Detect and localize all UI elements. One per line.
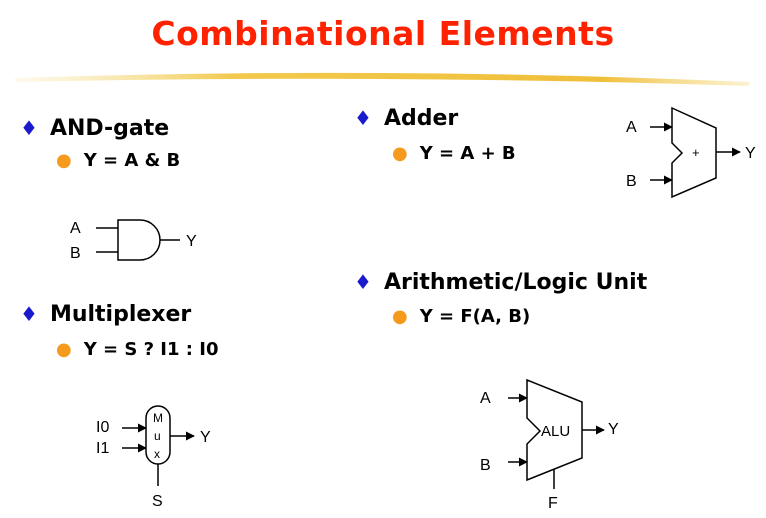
- mux-label-u: u: [154, 429, 161, 443]
- and-gate-heading-text: AND-gate: [49, 116, 170, 141]
- and-gate-symbol: [96, 219, 180, 261]
- alu-body-label: ALU: [541, 423, 570, 440]
- mux-input-i1: I1: [96, 440, 109, 457]
- diamond-bullet-icon: ♦: [20, 302, 38, 326]
- alu-symbol: [508, 378, 605, 489]
- circle-bullet-icon: ●: [392, 143, 408, 164]
- and-gate-output: Y: [186, 233, 197, 250]
- multiplexer-heading-text: Multiplexer: [49, 302, 192, 327]
- multiplexer-symbol: [122, 405, 195, 486]
- multiplexer-equation-text: Y = S ? I1 : I0: [83, 339, 219, 360]
- and-gate-input-a: A: [70, 220, 81, 237]
- alu-heading: ♦ Arithmetic/Logic Unit: [354, 270, 647, 295]
- adder-heading: ♦ Adder: [354, 106, 458, 131]
- alu-equation-text: Y = F(A, B): [419, 306, 531, 327]
- and-gate-input-b: B: [70, 245, 81, 262]
- mux-output: Y: [200, 429, 211, 446]
- adder-op: +: [692, 145, 700, 160]
- adder-equation-text: Y = A + B: [419, 143, 516, 164]
- alu-input-a: A: [480, 390, 491, 407]
- slide-title: Combinational Elements: [151, 14, 615, 53]
- alu-control-f: F: [548, 495, 558, 512]
- adder-input-b: B: [626, 173, 637, 190]
- adder-heading-text: Adder: [383, 106, 459, 131]
- adder-symbol: [650, 106, 741, 199]
- alu-heading-text: Arithmetic/Logic Unit: [383, 270, 648, 295]
- and-gate-equation: ● Y = A & B: [56, 150, 180, 171]
- and-gate-equation-text: Y = A & B: [83, 150, 181, 171]
- circle-bullet-icon: ●: [56, 150, 72, 171]
- mux-label-m: M: [153, 411, 163, 425]
- adder-output: Y: [745, 145, 756, 162]
- diamond-bullet-icon: ♦: [354, 270, 372, 294]
- circle-bullet-icon: ●: [392, 306, 408, 327]
- mux-input-i0: I0: [96, 419, 109, 436]
- adder-input-a: A: [626, 119, 637, 136]
- mux-label-x: x: [154, 447, 160, 461]
- alu-equation: ● Y = F(A, B): [392, 306, 530, 327]
- alu-output: Y: [608, 421, 619, 438]
- adder-equation: ● Y = A + B: [392, 143, 516, 164]
- diamond-bullet-icon: ♦: [20, 116, 38, 140]
- and-gate-heading: ♦ AND-gate: [20, 116, 169, 141]
- multiplexer-heading: ♦ Multiplexer: [20, 302, 191, 327]
- alu-input-b: B: [480, 457, 491, 474]
- diamond-bullet-icon: ♦: [354, 106, 372, 130]
- title-underline: [14, 72, 750, 86]
- multiplexer-equation: ● Y = S ? I1 : I0: [56, 339, 218, 360]
- mux-select: S: [152, 493, 163, 510]
- circle-bullet-icon: ●: [56, 339, 72, 360]
